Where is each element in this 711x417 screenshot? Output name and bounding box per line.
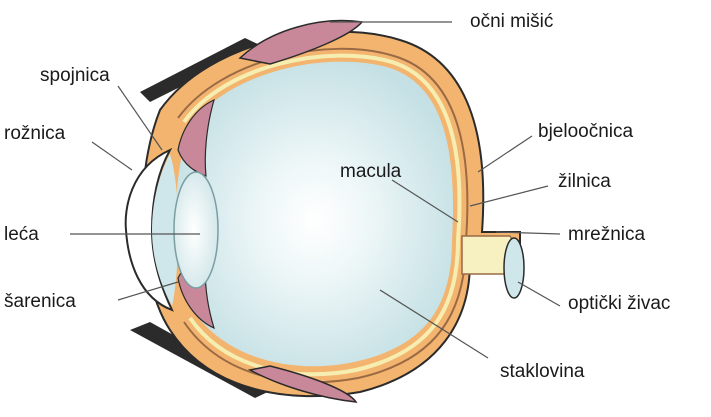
label-staklovina: staklovina	[500, 362, 585, 381]
lens	[174, 172, 218, 288]
leader-opticki-zivac	[518, 282, 560, 306]
label-leca: leća	[4, 225, 39, 244]
label-mreznica: mrežnica	[568, 225, 645, 244]
optic-nerve-end	[504, 238, 524, 298]
leader-roznica	[92, 142, 132, 170]
label-roznica: rožnica	[4, 124, 65, 143]
label-bjeloocnica: bjeloočnica	[538, 122, 633, 141]
label-macula: macula	[340, 162, 401, 181]
label-spojnica: spojnica	[40, 66, 110, 85]
label-opticki-zivac: optički živac	[568, 294, 670, 313]
label-ocni-misic: očni mišić	[470, 12, 553, 31]
label-zilnica: žilnica	[558, 172, 611, 191]
leader-bjeloocnica	[478, 136, 532, 172]
label-sarenica: šarenica	[4, 292, 76, 311]
